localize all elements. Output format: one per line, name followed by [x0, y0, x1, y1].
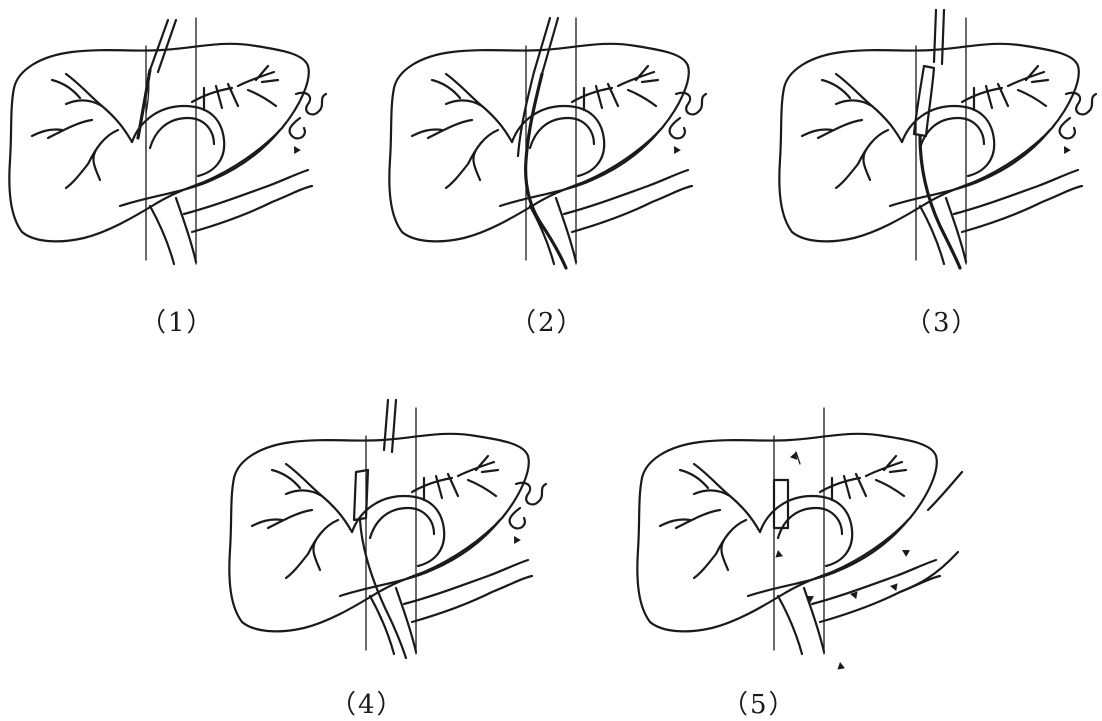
liver-outline: [389, 44, 688, 242]
panel-3: [770, 10, 1102, 270]
liver-diagram-5: [628, 400, 968, 660]
liver-diagram-2: [380, 10, 720, 270]
varix-flow-arrow: [294, 146, 301, 154]
portal-vein-arch-inner: [530, 118, 594, 148]
hepatic-vein-right-branches: [412, 74, 512, 188]
liver-diagram-1: [0, 10, 340, 270]
collateral-veins: [900, 472, 962, 592]
portal-vein-arch-inner: [920, 118, 984, 148]
portal-vein-arch-inner: [150, 118, 214, 148]
liver-outline: [637, 434, 936, 632]
flow-arrow-stent: [775, 550, 783, 558]
flow-arrow-splenic-2: [902, 550, 910, 557]
portal-left-branches: [962, 66, 1048, 110]
portal-left-branches: [572, 66, 658, 110]
portal-trunk: [150, 198, 196, 264]
liver-inner-contour: [748, 520, 908, 596]
portal-trunk: [530, 198, 576, 264]
hepatic-vein-right-branches: [802, 74, 902, 188]
portal-left-branches: [820, 456, 906, 500]
portal-left-branches: [412, 456, 498, 500]
portal-trunk: [778, 588, 824, 654]
portal-vein-arch-inner: [370, 508, 434, 538]
catheter-left: [934, 10, 936, 62]
flow-arrow-splenic-3: [890, 583, 898, 591]
splenic-vein: [564, 170, 692, 232]
varix-flow-arrow: [1064, 146, 1071, 154]
panel-1: [0, 10, 340, 270]
balloon-catheter: [914, 66, 934, 136]
portal-left-branches: [192, 66, 278, 110]
panel-2: [380, 10, 720, 270]
splenic-vein: [404, 560, 532, 622]
liver-diagram-3: [770, 10, 1102, 270]
sheath-line-right: [158, 20, 176, 72]
hepatic-vein-right-branches: [660, 464, 760, 578]
liver-inner-contour: [120, 130, 280, 206]
panel-4: [220, 400, 560, 660]
varix-flow-arrow: [514, 536, 521, 544]
splenic-vein: [812, 560, 940, 622]
flow-arrow-bottom: [837, 662, 845, 670]
gastric-varices: [670, 93, 706, 139]
sheath-line-left: [150, 20, 168, 70]
liver-inner-contour: [890, 130, 1050, 206]
hepatic-vein-right-branches: [252, 464, 352, 578]
catheter-right: [942, 10, 944, 64]
panel-1-caption: （1）: [140, 302, 215, 339]
liver-diagram-4: [220, 400, 560, 660]
sheath-line-left: [534, 18, 550, 72]
varix-flow-arrow: [674, 146, 681, 154]
hepatic-vein-right-branches: [32, 74, 132, 188]
liver-inner-contour: [500, 130, 660, 206]
liver-outline: [9, 44, 308, 242]
panel-3-caption: （3）: [905, 302, 980, 339]
gastric-varices: [510, 483, 546, 529]
splenic-vein: [954, 170, 1082, 232]
liver-outline: [779, 44, 1078, 242]
panel-5: [628, 400, 968, 660]
sheath-line-right: [542, 18, 558, 74]
panel-5-caption: （5）: [722, 684, 797, 721]
panel-4-caption: （4）: [330, 684, 405, 721]
catheter-left: [384, 400, 388, 450]
splenic-vein: [184, 170, 312, 232]
catheter-right: [392, 400, 396, 452]
portal-trunk: [370, 588, 416, 654]
gastric-varices: [290, 93, 326, 139]
liver-outline: [229, 434, 528, 632]
liver-inner-contour: [340, 520, 500, 596]
panel-2-caption: （2）: [510, 302, 585, 339]
gastric-varices: [1060, 93, 1096, 139]
